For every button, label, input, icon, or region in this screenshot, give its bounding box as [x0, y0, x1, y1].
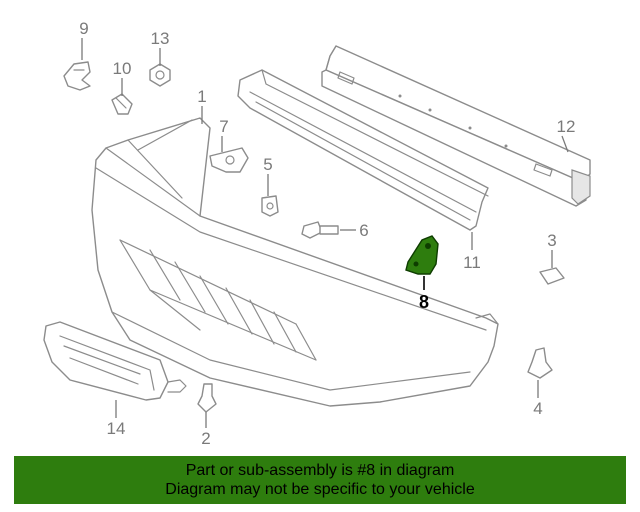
part-7-bracket — [209, 147, 249, 173]
part-14-fog-lamp — [43, 321, 187, 401]
part-1-bumper-cover — [91, 117, 499, 407]
part-6-bolt — [301, 221, 339, 239]
part-10-bulb — [111, 93, 133, 115]
part-4-fastener — [527, 347, 553, 379]
part-5-retainer — [261, 195, 279, 217]
part-12-reinforcement — [321, 45, 591, 207]
callout-1: 1 — [197, 87, 206, 106]
callout-labels: 9 13 10 1 7 5 6 3 4 2 14 11 12 8 — [79, 19, 575, 448]
part-11-absorber — [237, 69, 489, 231]
parts-diagram: 9 13 10 1 7 5 6 3 4 2 14 11 12 8 — [43, 19, 591, 448]
callout-13: 13 — [151, 29, 170, 48]
callout-3: 3 — [547, 231, 556, 250]
part-3-pad — [539, 267, 565, 285]
part-13-nut — [149, 63, 171, 87]
leader-lines — [81, 38, 569, 428]
banner-line-1: Part or sub-assembly is #8 in diagram — [185, 462, 455, 479]
part-8-bracket-highlight — [405, 235, 439, 275]
callout-2: 2 — [201, 429, 210, 448]
part-2-clip — [197, 383, 217, 413]
callout-14: 14 — [107, 419, 126, 438]
banner-line-2: Diagram may not be specific to your vehi… — [165, 481, 475, 498]
callout-4: 4 — [533, 399, 542, 418]
info-banner: Part or sub-assembly is #8 in diagram Di… — [14, 456, 626, 504]
callout-6: 6 — [359, 221, 368, 240]
part-9-clip — [63, 61, 91, 91]
callout-8: 8 — [419, 292, 429, 312]
callout-9: 9 — [79, 19, 88, 38]
callout-7: 7 — [219, 117, 228, 136]
callout-11: 11 — [463, 253, 481, 272]
callout-12: 12 — [557, 117, 576, 136]
callout-5: 5 — [263, 155, 272, 174]
callout-10: 10 — [113, 59, 132, 78]
